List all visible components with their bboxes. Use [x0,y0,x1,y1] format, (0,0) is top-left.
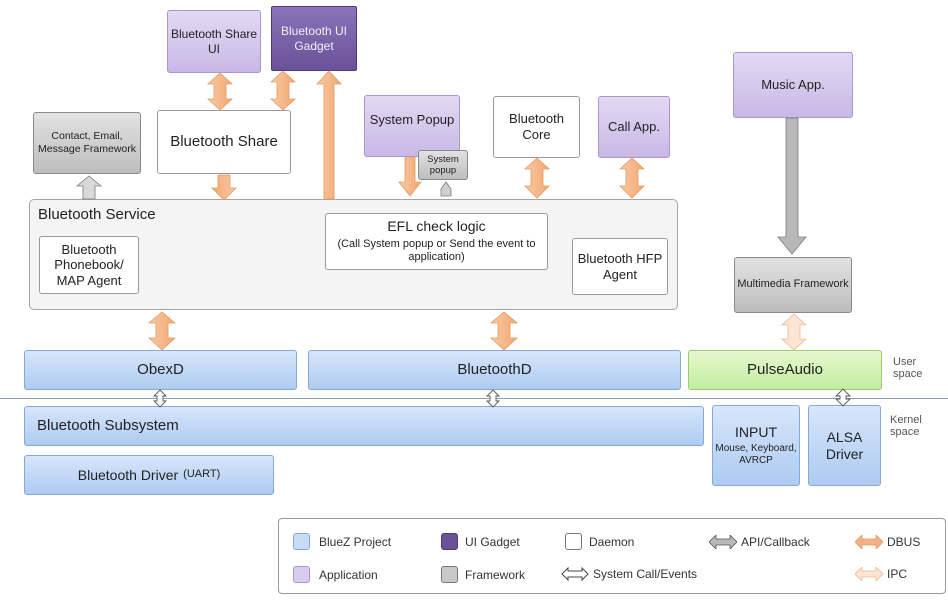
bluetooth-ui-gadget-box: Bluetooth UI Gadget [271,6,357,71]
multimedia-framework-label: Multimedia Framework [737,278,849,291]
multimedia-framework-box: Multimedia Framework [734,257,852,313]
legend-application-label: Application [319,568,378,582]
legend-api-arrow-icon [709,535,737,549]
bluetooth-share-box: Bluetooth Share [157,110,291,174]
bluetooth-subsystem-box: Bluetooth Subsystem [24,406,704,446]
bluetoothd-label: BluetoothD [457,361,532,378]
legend-api-label: API/Callback [741,535,810,549]
user-space-text: User space [893,356,923,381]
legend-ui-gadget-swatch [441,533,458,550]
dbus-arrow-gadget-service [316,70,342,200]
contact-framework-label: Contact, Email, Message Framework [37,130,137,155]
bluetooth-share-ui-label: Bluetooth Share UI [170,27,258,56]
syscall-arrow-obexd-subsystem [152,389,168,408]
pulseaudio-box: PulseAudio [688,350,882,390]
system-popup-box: System Popup [364,95,460,157]
input-driver-subtitle: Mouse, Keyboard, AVRCP [715,442,797,466]
bluetooth-driver-box: Bluetooth Driver (UART) [24,455,274,495]
legend-ipc-label: IPC [887,567,908,581]
dbus-arrow-service-bluetoothd [489,311,519,351]
dbus-arrow-core-service [523,157,551,199]
legend-application-swatch [293,566,310,583]
user-kernel-separator [0,398,948,399]
bluetooth-driver-label: Bluetooth Driver [77,466,179,483]
dbus-arrow-gadget-share [269,70,297,111]
bluetooth-core-label: Bluetooth Core [509,111,564,142]
legend-syscall-arrow-icon [561,567,589,581]
ipc-arrow-multimedia-pulse [780,313,808,351]
legend-daemon-label: Daemon [589,535,635,549]
input-driver-box: INPUT Mouse, Keyboard, AVRCP [712,405,800,486]
obexd-box: ObexD [24,350,297,390]
contact-email-message-framework-box: Contact, Email, Message Framework [33,112,141,174]
legend: BlueZ Project UI Gadget Daemon API/Callb… [278,518,946,594]
legend-daemon-swatch [565,533,582,550]
bluetooth-driver-uart-label: (UART) [183,468,221,481]
syscall-arrow-bluetoothd-subsystem [485,389,501,408]
call-app-box: Call App. [598,96,670,158]
legend-dbus-arrow-icon [855,535,883,549]
legend-dbus-label: DBUS [887,535,921,549]
bluetooth-service-title: Bluetooth Service [38,206,156,223]
bluetooth-share-label: Bluetooth Share [170,133,278,150]
kernel-space-label: Kernel space [890,414,938,438]
phonebook-map-agent-label: Bluetooth Phonebook/ MAP Agent [54,241,124,288]
api-arrow-popup-small [440,181,452,197]
legend-ui-gadget-label: UI Gadget [465,535,520,549]
system-popup-label: System Popup [369,112,455,128]
phonebook-map-agent-box: Bluetooth Phonebook/ MAP Agent [39,236,139,294]
legend-syscall-label: System Call/Events [593,567,698,581]
efl-check-logic-title: EFL check logic [387,218,486,235]
obexd-label: ObexD [137,361,184,378]
input-driver-title: INPUT [735,424,777,441]
alsa-driver-label: ALSA Driver [825,428,864,462]
hfp-agent-box: Bluetooth HFP Agent [572,238,668,295]
api-arrow-service-contact [75,175,103,200]
system-popup-small-box: System popup [418,150,468,180]
legend-bluez-label: BlueZ Project [319,535,392,549]
bluetooth-core-box: Bluetooth Core [493,96,580,158]
dbus-arrow-call-service [618,157,646,199]
bluetoothd-box: BluetoothD [308,350,681,390]
hfp-agent-label: Bluetooth HFP Agent [577,250,663,282]
legend-framework-swatch [441,566,458,583]
call-app-label: Call App. [607,119,661,135]
syscall-arrow-pulse-alsa [834,388,852,407]
efl-check-logic-box: EFL check logic (Call System popup or Se… [325,213,548,270]
efl-check-logic-subtitle: (Call System popup or Send the event to … [337,238,536,264]
dbus-arrow-service-obexd [147,311,177,351]
legend-framework-label: Framework [465,568,526,582]
dbus-arrow-share-ui [206,72,234,111]
bluetooth-ui-gadget-label: Bluetooth UI Gadget [280,24,348,53]
dbus-arrow-share-service [211,174,237,201]
music-app-label: Music App. [761,77,825,93]
bluetooth-share-ui-box: Bluetooth Share UI [167,10,261,73]
alsa-driver-box: ALSA Driver [808,405,881,486]
api-arrow-music-multimedia [777,117,807,255]
legend-bluez-swatch [293,533,310,550]
user-space-label: User space [893,356,937,380]
bluetooth-subsystem-label: Bluetooth Subsystem [37,417,179,434]
kernel-space-text: Kernel space [890,414,922,439]
legend-ipc-arrow-icon [855,567,883,581]
dbus-arrow-popup-efl [398,156,422,197]
music-app-box: Music App. [733,52,853,118]
pulseaudio-label: PulseAudio [747,361,823,378]
system-popup-small-label: System popup [427,153,459,176]
